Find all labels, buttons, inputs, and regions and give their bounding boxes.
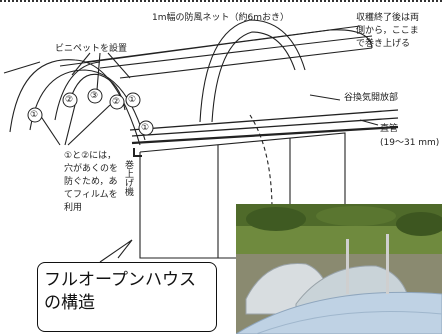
marker-1b: ① [128,95,137,105]
vinipet-label: ビニペットを設置 [55,44,128,54]
top-dotted-border [0,0,442,2]
winder [133,148,142,157]
marker-2b: ② [112,97,121,107]
pipe-label: 直管 (19～31 mm) [380,124,440,148]
caption-text: フルオープンハウス の構造 [44,270,196,313]
windbreak-net-arch [199,19,306,123]
marker-2: ② [65,95,74,105]
valley-vent-label: 谷換気開放部 [344,93,399,103]
winder-label: 巻上げ機 [123,160,133,196]
windbreak-net-label: 1m幅の防風ネット（約6mおき） [152,13,289,23]
marker-1c: ① [141,123,150,133]
hole-note: ①と②には， 穴があくのを 防ぐため，あ てフィルムを 利用 [64,151,119,213]
side-film [139,152,252,259]
eave-line [3,61,41,74]
caption-box [37,262,217,332]
photo-scene [236,204,442,334]
marker-3: ③ [90,91,99,101]
marker-1: ① [30,110,39,120]
greenhouse-photo [236,204,442,334]
roll-up-note: 収穫終了後は両 側から，ここま で巻き上げる [356,13,420,49]
